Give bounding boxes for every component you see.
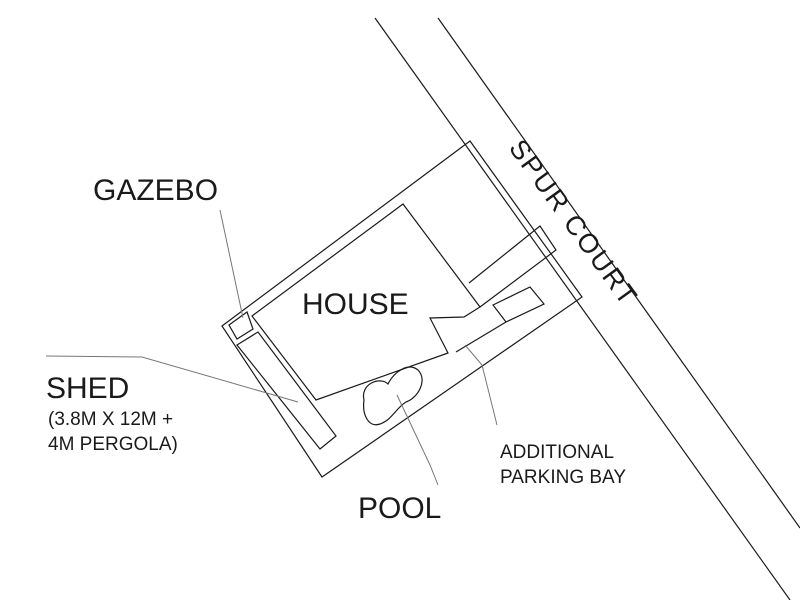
- street-edge-left: [374, 17, 791, 600]
- street-edge-right: [437, 17, 800, 529]
- parking-bay: [492, 286, 545, 323]
- driveway-upper: [468, 225, 557, 308]
- lot-boundary: [221, 140, 583, 478]
- shed-detail-line1: (3.8M X 12M +: [48, 409, 173, 430]
- shed: [236, 331, 337, 450]
- house: [251, 203, 481, 401]
- parking-bay-link: [455, 321, 507, 353]
- gazebo: [228, 311, 254, 340]
- gazebo-label: GAZEBO: [93, 174, 218, 207]
- pool-label: POOL: [358, 492, 441, 525]
- shed-leader: [45, 355, 299, 403]
- parking-label-line2: PARKING BAY: [500, 467, 626, 488]
- pool: [362, 366, 423, 426]
- parking-leader: [464, 344, 498, 426]
- parking-label-line1: ADDITIONAL: [500, 442, 614, 463]
- gazebo-leader: [219, 209, 244, 319]
- shed-label: SHED: [46, 372, 129, 405]
- house-label: HOUSE: [302, 288, 409, 321]
- shed-detail-line2: 4M PERGOLA): [48, 434, 178, 455]
- pool-leader: [396, 394, 439, 486]
